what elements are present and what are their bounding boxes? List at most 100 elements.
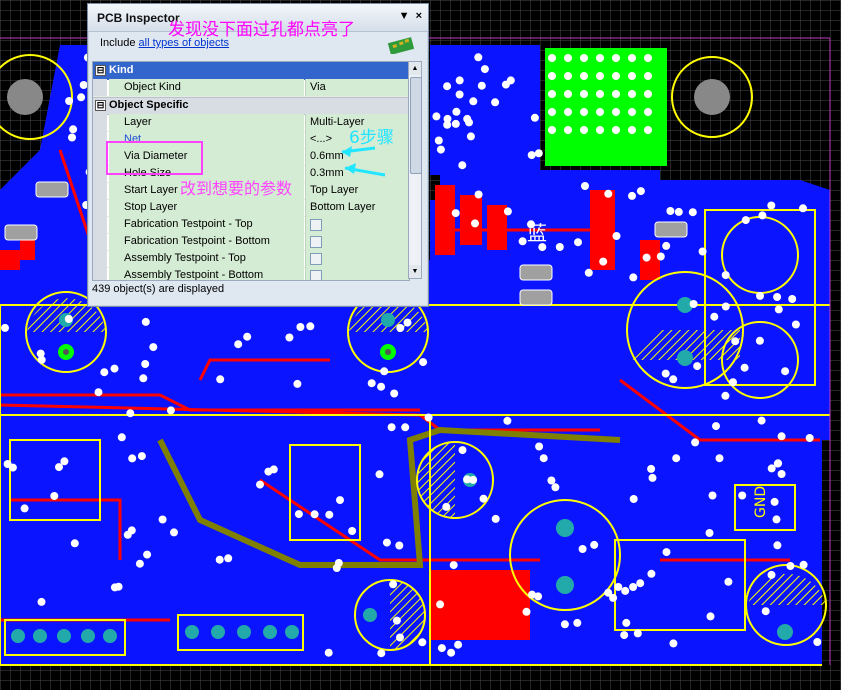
via	[644, 108, 652, 116]
close-icon[interactable]: ×	[415, 10, 422, 22]
via	[612, 126, 620, 134]
via	[527, 151, 536, 160]
property-value[interactable]: Via	[305, 79, 409, 96]
via	[465, 118, 473, 127]
properties-scrollbar[interactable]: ▲ ▼	[408, 61, 422, 279]
property-value[interactable]: <...>	[305, 131, 409, 148]
via	[614, 583, 623, 591]
via	[612, 90, 620, 98]
via	[612, 54, 620, 62]
via	[628, 90, 636, 98]
via	[564, 126, 572, 134]
pcb-inspector-panel[interactable]: PCB Inspector ▼ × Include all types of o…	[87, 3, 429, 307]
property-value[interactable]: Top Layer	[305, 182, 409, 199]
property-row[interactable]: Object Kind Via	[93, 79, 409, 97]
via	[396, 324, 405, 332]
property-row[interactable]: Fabrication Testpoint - Top	[93, 216, 409, 234]
via	[443, 114, 452, 123]
via	[382, 538, 391, 547]
via	[580, 108, 588, 116]
via	[609, 593, 618, 602]
via	[666, 207, 675, 215]
pin-icon[interactable]: ▼	[398, 10, 410, 22]
arrow-down-icon[interactable]: ▼	[409, 265, 421, 278]
property-value[interactable]: 0.3mm	[305, 165, 409, 182]
via	[37, 597, 46, 606]
via	[293, 379, 302, 388]
property-value[interactable]: 0.6mm	[305, 148, 409, 165]
via	[799, 204, 807, 213]
via	[480, 65, 489, 74]
via	[94, 388, 103, 397]
via	[805, 434, 814, 442]
properties-grid[interactable]: ⊟ Kind Object Kind Via ⊟ Object Specific…	[92, 61, 410, 281]
via	[65, 97, 74, 105]
include-link[interactable]: all types of objects	[138, 37, 230, 49]
via	[548, 108, 556, 116]
via	[715, 454, 724, 463]
property-row[interactable]: Stop Layer Bottom Layer	[93, 199, 409, 217]
via	[621, 586, 630, 595]
via	[334, 559, 343, 567]
via	[604, 588, 613, 597]
scrollbar-thumb[interactable]	[410, 77, 422, 174]
via	[788, 295, 797, 303]
via	[590, 540, 599, 549]
collapse-icon[interactable]: ⊟	[95, 65, 106, 76]
section-object-specific[interactable]: ⊟ Object Specific	[93, 97, 409, 115]
via	[527, 220, 535, 229]
via	[216, 375, 225, 384]
property-row[interactable]: Assembly Testpoint - Top	[93, 250, 409, 268]
collapse-icon[interactable]: ⊟	[95, 100, 106, 111]
via	[791, 320, 800, 329]
via	[672, 454, 681, 463]
via	[141, 317, 150, 326]
property-row[interactable]: Fabrication Testpoint - Bottom	[93, 233, 409, 251]
property-checkbox[interactable]	[310, 219, 322, 231]
via	[710, 312, 719, 321]
annotation-step-note: 6步骤	[349, 128, 394, 148]
property-name: Assembly Testpoint - Top	[109, 250, 304, 267]
via	[773, 541, 782, 550]
property-value[interactable]: Bottom Layer	[305, 199, 409, 216]
via	[114, 582, 123, 591]
via	[224, 554, 233, 563]
via	[581, 182, 589, 190]
via	[100, 368, 109, 377]
property-row[interactable]: Assembly Testpoint - Bottom	[93, 267, 409, 280]
via	[437, 644, 446, 653]
panel-titlebar[interactable]: PCB Inspector ▼ ×	[88, 4, 428, 32]
via	[628, 54, 636, 62]
via	[477, 81, 486, 90]
via	[548, 72, 556, 80]
property-value[interactable]: Multi-Layer	[305, 114, 409, 131]
via	[770, 497, 779, 506]
arrow-up-icon[interactable]: ▲	[409, 62, 421, 75]
via	[389, 580, 398, 589]
section-kind[interactable]: ⊟ Kind	[93, 62, 409, 80]
via	[799, 560, 808, 569]
via	[139, 374, 148, 383]
via	[647, 464, 656, 473]
via	[149, 343, 158, 352]
via	[55, 463, 63, 472]
property-checkbox[interactable]	[310, 270, 322, 280]
via	[661, 369, 670, 378]
via	[564, 72, 572, 80]
via	[648, 473, 657, 482]
via	[644, 126, 652, 134]
via	[1, 323, 9, 332]
via	[79, 81, 88, 89]
via	[491, 514, 500, 523]
via	[442, 502, 451, 511]
property-checkbox[interactable]	[310, 236, 322, 248]
via	[336, 496, 344, 505]
via	[604, 189, 613, 198]
copper-pour-right	[660, 190, 830, 440]
property-name: Start Layer	[109, 182, 304, 199]
via	[612, 72, 620, 80]
property-name: Stop Layer	[109, 199, 304, 216]
via	[573, 618, 582, 627]
via	[580, 90, 588, 98]
property-checkbox[interactable]	[310, 253, 322, 265]
